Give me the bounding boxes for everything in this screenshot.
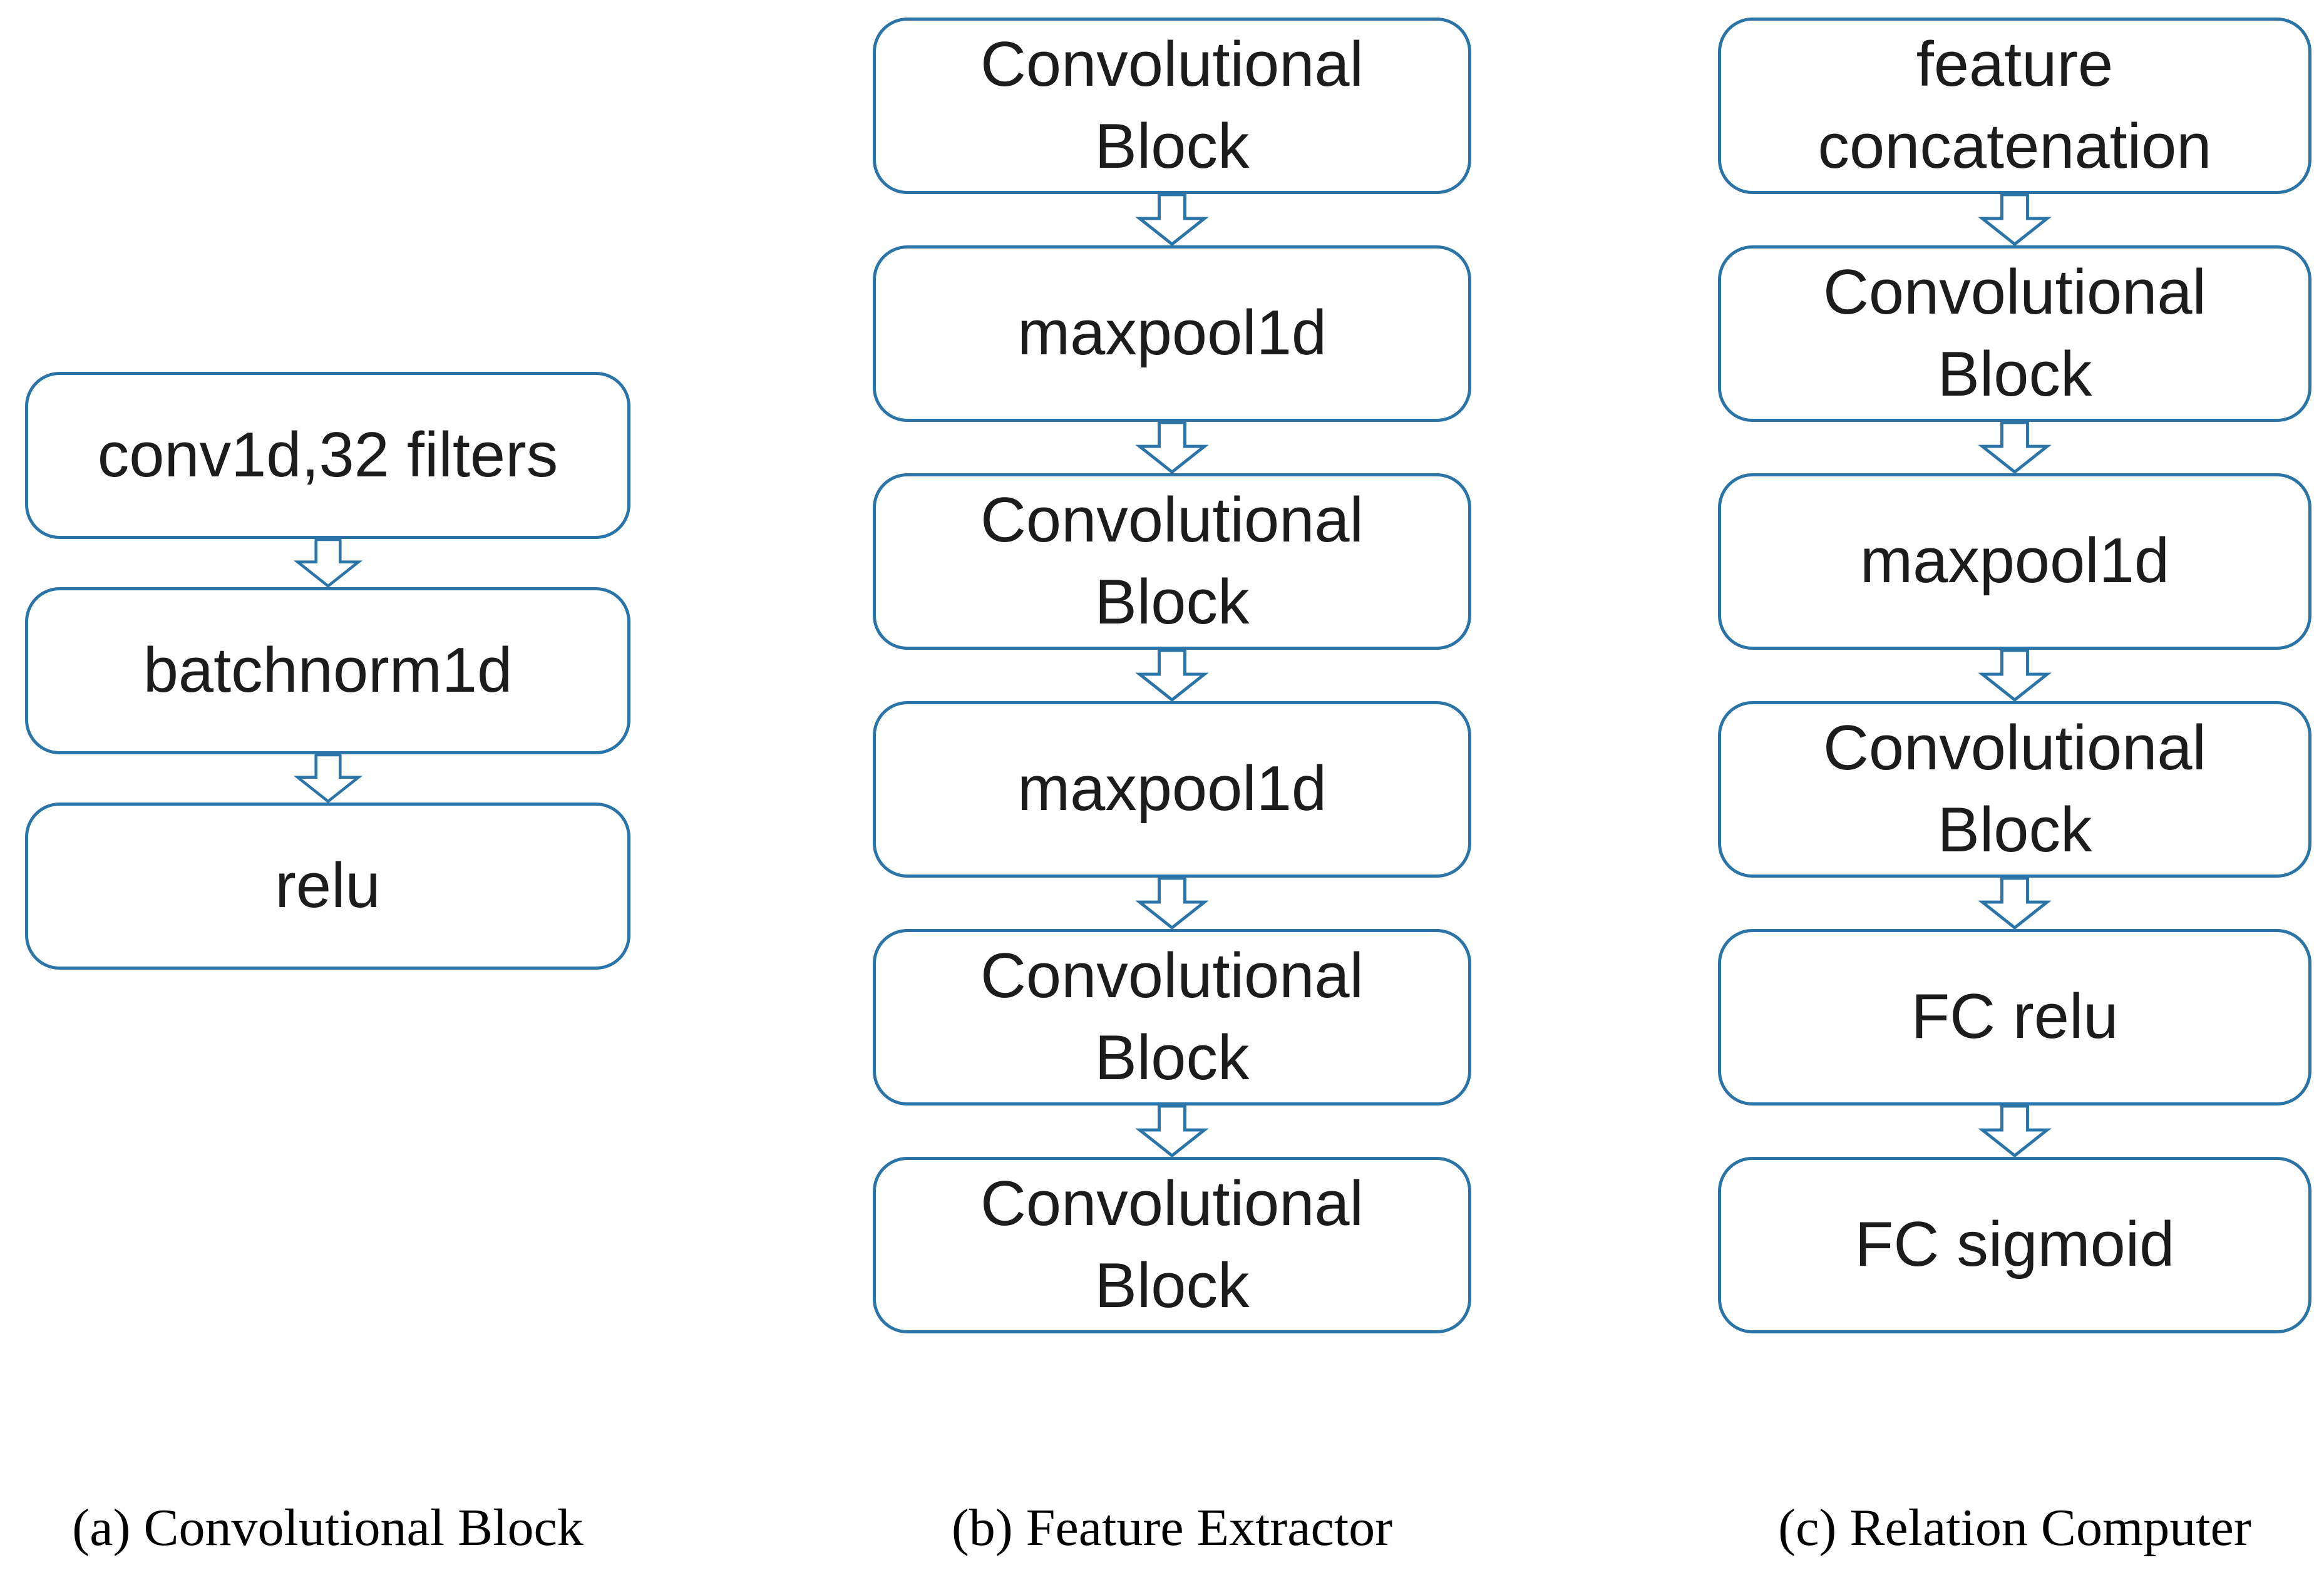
node-label: Convolutional Block [980,29,1364,182]
node-label: Convolutional Block [980,485,1364,637]
down-arrow-icon [293,539,362,587]
node-label: batchnorm1d [143,635,513,705]
node-label: maxpool1d [1859,526,2170,597]
flowchart-node: FC sigmoid [1718,1157,2311,1333]
flowchart-node: feature concatenation [1718,18,2311,194]
down-arrow-icon [1978,878,2052,929]
caption-feature-extractor: (b) Feature Extractor [951,1499,1393,1557]
flowchart-node: FC relu [1718,929,2311,1106]
flowchart-node: maxpool1d [873,245,1471,422]
node-label: relu [275,850,381,921]
node-label: FC relu [1911,982,2119,1052]
column-feature-extractor: Convolutional Block maxpool1d Convolutio… [873,18,1471,1333]
down-arrow-icon [1135,422,1209,473]
flowchart-node: Convolutional Block [1718,701,2311,878]
node-label: maxpool1d [1017,298,1327,369]
node-label: Convolutional Block [980,940,1364,1093]
down-arrow-icon [1978,650,2052,701]
flowchart-node: batchnorm1d [25,587,630,754]
flowchart-node: Convolutional Block [873,18,1471,194]
down-arrow-icon [1978,422,2052,473]
node-label: maxpool1d [1017,754,1327,824]
node-label: Convolutional Block [1823,257,2207,409]
flowchart-node: Convolutional Block [873,1157,1471,1333]
node-label: feature concatenation [1818,29,2212,182]
flowchart-node: Convolutional Block [1718,245,2311,422]
flowchart-node: Convolutional Block [873,473,1471,650]
column-relation-computer: feature concatenation Convolutional Bloc… [1718,18,2311,1333]
down-arrow-icon [1135,650,1209,701]
down-arrow-icon [1135,194,1209,245]
flowchart-node: maxpool1d [873,701,1471,878]
down-arrow-icon [1978,1106,2052,1157]
node-label: conv1d,32 filters [97,419,558,490]
flowchart-node: relu [25,803,630,970]
down-arrow-icon [293,754,362,803]
down-arrow-icon [1135,878,1209,929]
flowchart-node: maxpool1d [1718,473,2311,650]
column-convolutional-block: conv1d,32 filters batchnorm1d relu [25,372,630,970]
flowchart-node: Convolutional Block [873,929,1471,1106]
down-arrow-icon [1978,194,2052,245]
node-label: Convolutional Block [1823,712,2207,865]
node-label: FC sigmoid [1854,1209,2175,1280]
node-label: Convolutional Block [980,1168,1364,1321]
flowchart-node: conv1d,32 filters [25,372,630,539]
caption-convolutional-block: (a) Convolutional Block [72,1499,584,1557]
caption-relation-computer: (c) Relation Computer [1778,1499,2251,1557]
down-arrow-icon [1135,1106,1209,1157]
